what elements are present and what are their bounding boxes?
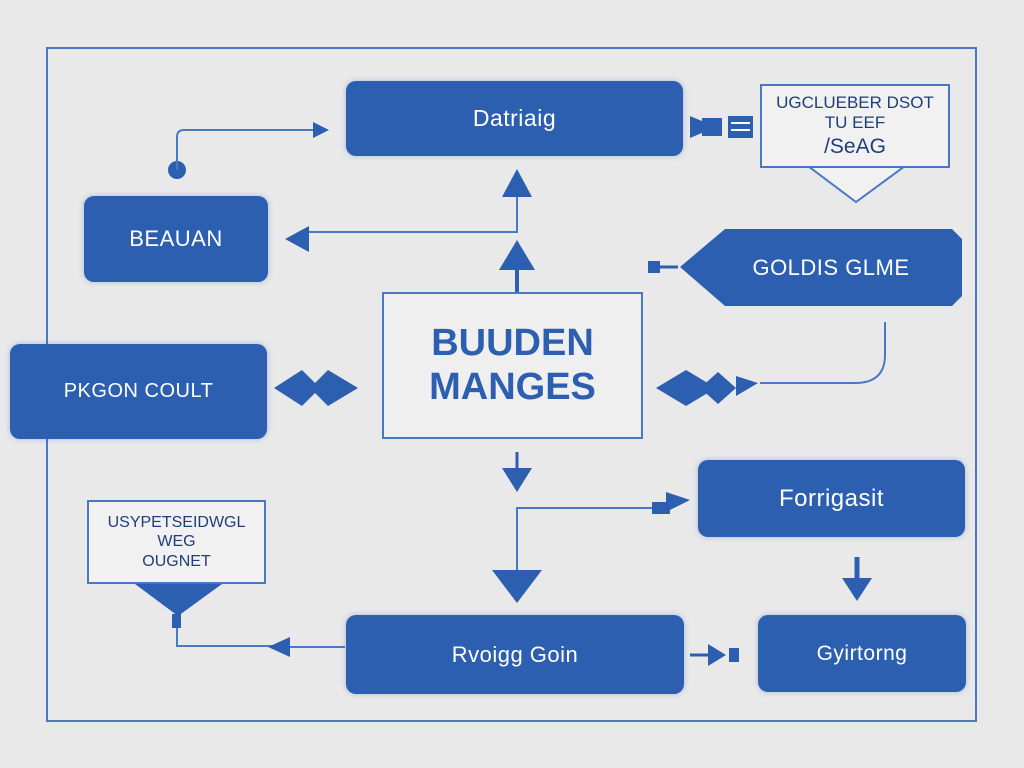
arrow-forrigasit-to-gyirtorng [842, 557, 872, 601]
arrow-center-up [499, 240, 535, 292]
note-left-line1: USYPETSEIDWGL [107, 514, 246, 532]
rvoigg-node[interactable]: Rvoigg Goin [346, 615, 684, 694]
note-top: UGCLUEBER DSOT TU EEF /SeAG [760, 84, 950, 168]
center-line1: BUUDEN [431, 321, 594, 364]
note-left-line2: WEG [157, 533, 196, 551]
pkgon-label: PKGON COULT [63, 380, 214, 402]
connector-beauan-to-dataflow [168, 122, 329, 179]
note-top-line1: UGCLUEBER DSOT [776, 93, 934, 113]
double-arrow-right [656, 370, 758, 406]
rvoigg-label: Rvoigg Goin [451, 641, 579, 667]
connector-dataflow-to-note [690, 116, 753, 138]
goldis-label: GOLDIS GLME [752, 254, 910, 280]
dataflow-node[interactable]: Datriaig [346, 81, 683, 156]
arrow-rvoigg-to-gyirtorng [690, 644, 739, 666]
connector-dataflow-to-beauan [285, 169, 532, 252]
beauan-label: BEAUAN [129, 226, 223, 251]
beauan-node[interactable]: BEAUAN [84, 196, 268, 282]
pkgon-node[interactable]: PKGON COULT [10, 344, 267, 439]
double-arrow-left [274, 370, 358, 406]
forrigasit-node[interactable]: Forrigasit [698, 460, 965, 537]
connector-center-to-forrigasit [516, 492, 690, 572]
note-top-tail [805, 165, 909, 204]
forrigasit-label: Forrigasit [778, 484, 885, 512]
note-top-line2: TU EEF [824, 113, 886, 133]
gyirtorng-label: Gyirtorng [816, 641, 908, 665]
center-line2: MANGES [429, 365, 596, 408]
goldis-node[interactable]: GOLDIS GLME [700, 229, 962, 306]
note-left-line3: OUGNET [142, 552, 211, 570]
connector-note-to-rvoigg [135, 584, 345, 657]
connector-goldis-to-center [760, 322, 886, 384]
plug-icon [648, 261, 678, 273]
note-left: USYPETSEIDWGL WEG OUGNET [87, 500, 266, 584]
goldis-node-shape [680, 229, 962, 306]
gyirtorng-node[interactable]: Gyirtorng [758, 615, 966, 692]
dataflow-label: Datriaig [472, 105, 557, 131]
arrow-center-down [502, 452, 532, 492]
note-top-line3: /SeAG [824, 134, 886, 158]
arrow-down-to-rvoigg [492, 570, 542, 603]
center-node[interactable]: BUUDEN MANGES [382, 292, 643, 439]
